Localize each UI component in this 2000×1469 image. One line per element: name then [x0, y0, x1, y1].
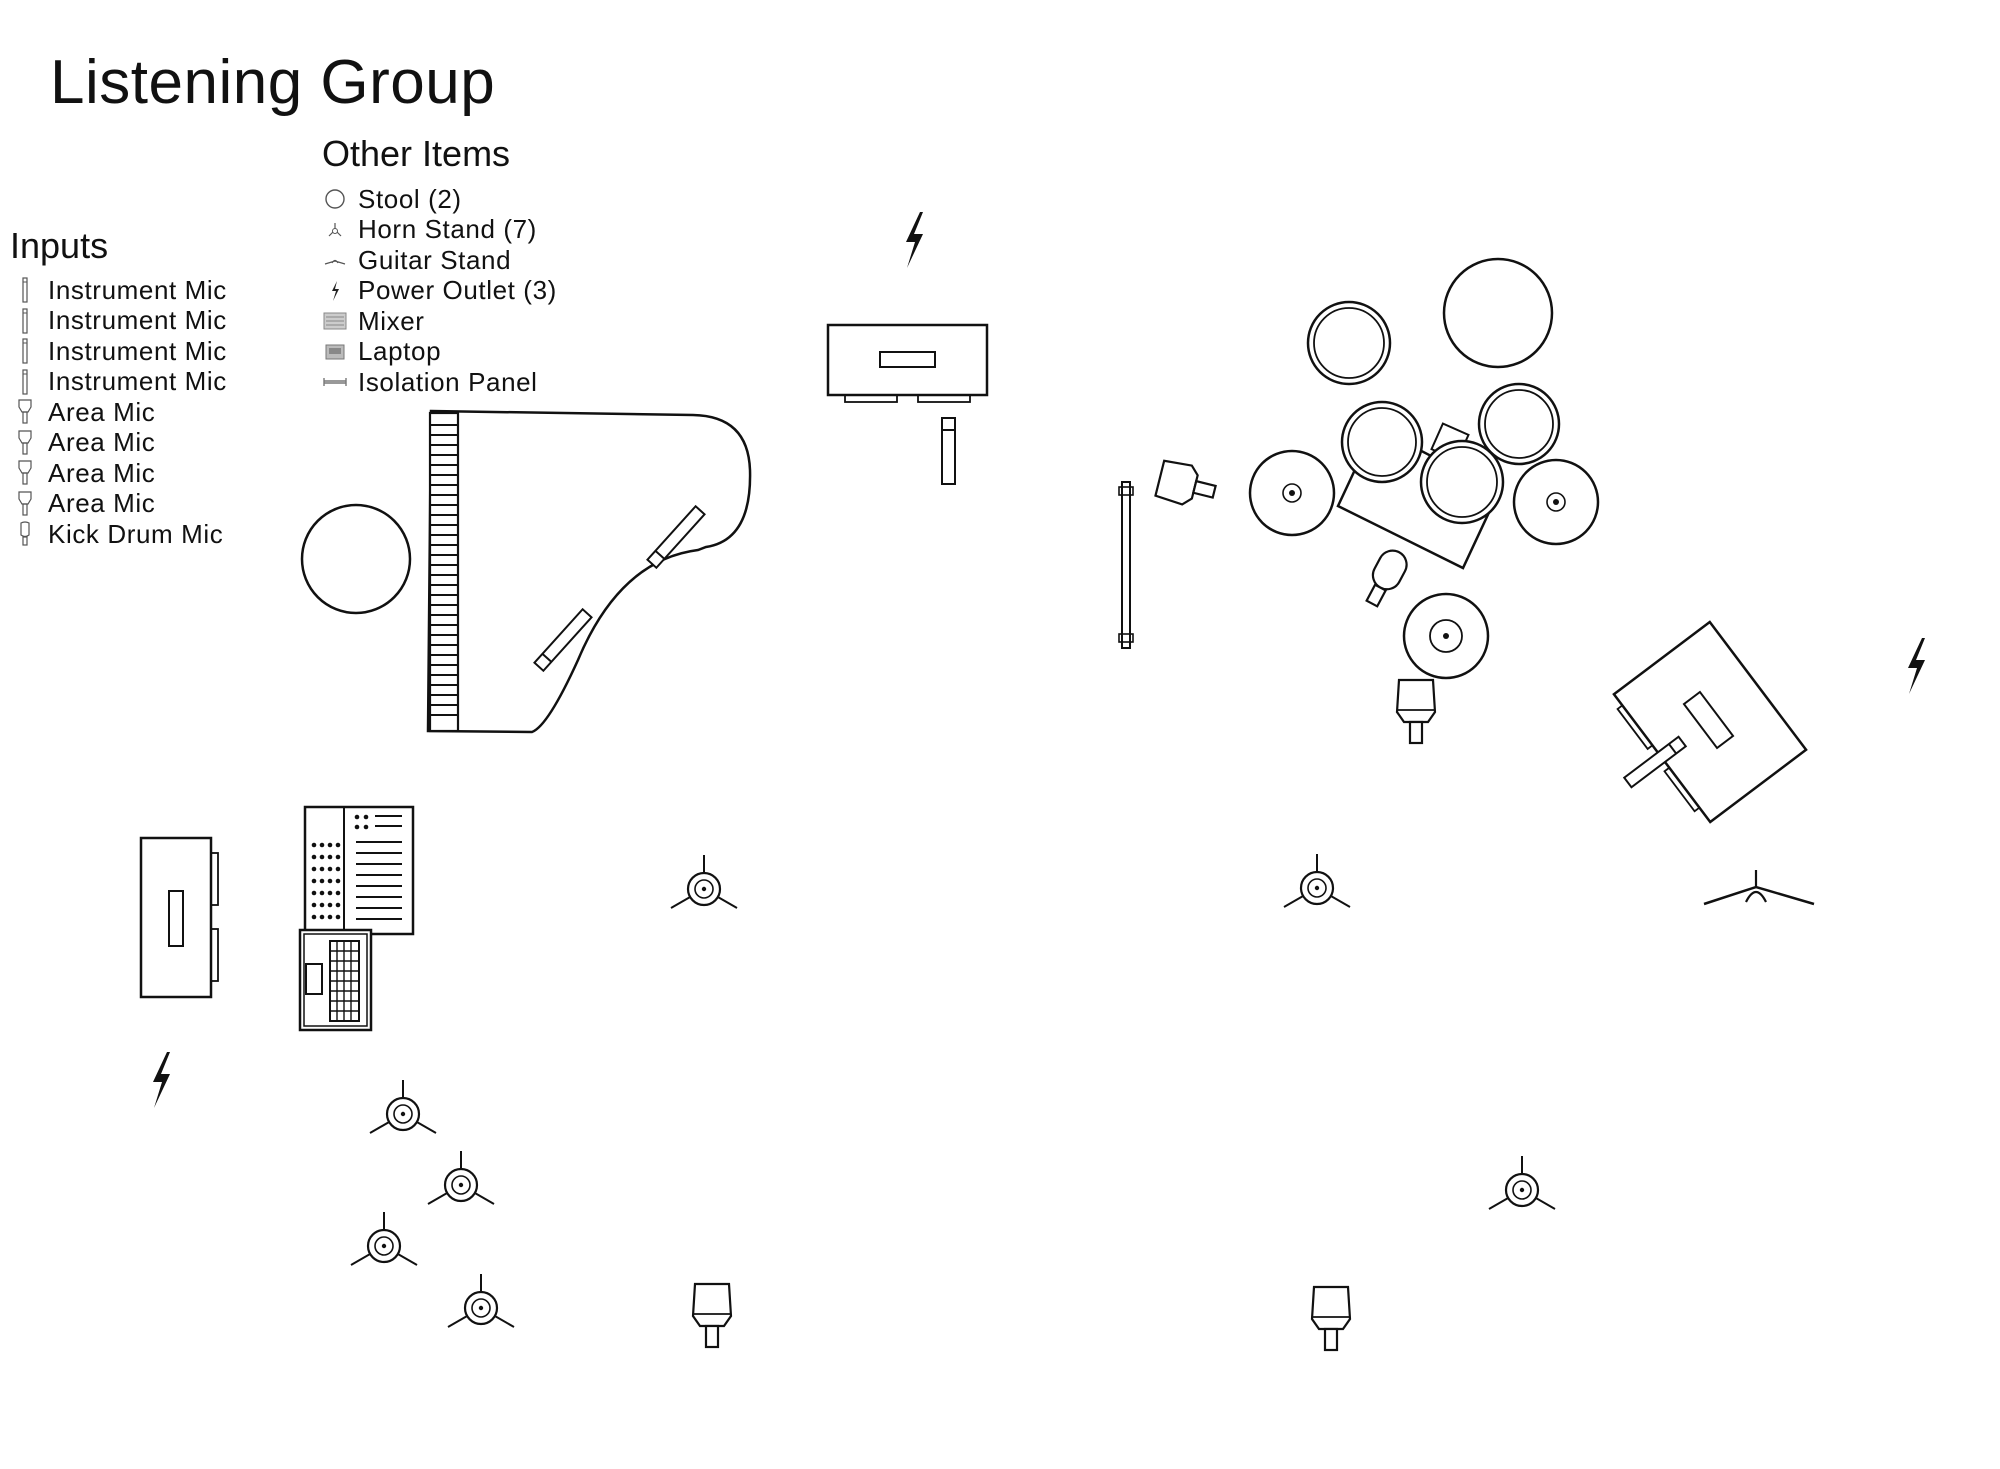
horn-stand-icon: [322, 217, 348, 243]
grand-piano: [426, 409, 752, 734]
horn-stand-7: [1487, 1154, 1557, 1211]
drum-instrument-mic: [1154, 459, 1217, 506]
legend-item-power-outlet: Power Outlet (3): [322, 275, 557, 307]
amp-instrument-mic: [941, 417, 956, 485]
power-outlet-right: [1908, 638, 1925, 694]
laptop-icon: [322, 339, 348, 365]
horn-stand-6: [446, 1272, 516, 1329]
instrument-mic-icon: [12, 308, 38, 334]
legend-item-instrument-mic: Instrument Mic: [12, 275, 227, 306]
stool-icon: [322, 186, 348, 212]
area-mic-drums: [1395, 678, 1437, 745]
amp-top-center: [826, 323, 989, 403]
area-mic-icon: [12, 430, 38, 456]
legend-item-area-mic: Area Mic: [12, 488, 227, 520]
piano-instrument-mic-2: [533, 607, 593, 673]
kick-drum-mic: [1365, 549, 1408, 608]
laptop: [298, 928, 373, 1032]
power-outlet-icon: [322, 278, 348, 304]
inputs-legend: Instrument Mic Instrument Mic Instrument…: [12, 275, 227, 550]
power-outlet-bottom-left: [153, 1052, 170, 1108]
legend-item-area-mic: Area Mic: [12, 397, 227, 428]
inputs-heading: Inputs: [10, 225, 109, 266]
horn-stand-3: [368, 1078, 438, 1135]
instrument-mic-icon: [12, 369, 38, 395]
legend-item-mixer: Mixer: [322, 306, 557, 337]
page-title: Listening Group: [50, 48, 496, 117]
horn-stand-2: [1282, 852, 1352, 909]
guitar-stand-icon: [322, 247, 348, 273]
instrument-mic-icon: [12, 277, 38, 303]
instrument-mic-icon: [12, 338, 38, 364]
legend-item-guitar-stand: Guitar Stand: [322, 245, 557, 276]
amp-right: [1612, 620, 1808, 824]
other-items-heading: Other Items: [322, 133, 511, 174]
legend-item-horn-stand: Horn Stand (7): [322, 214, 557, 246]
area-mic-icon: [12, 460, 38, 486]
isolation-panel-icon: [322, 369, 348, 395]
horn-stand-1: [669, 853, 739, 910]
legend-item-area-mic: Area Mic: [12, 427, 227, 459]
legend-item-instrument-mic: Instrument Mic: [12, 336, 227, 367]
area-mic-front-right: [1310, 1285, 1352, 1352]
drum-kit: [1248, 257, 1600, 680]
area-mic-icon: [12, 491, 38, 517]
power-outlet-top-center: [906, 212, 923, 268]
isolation-panel: [1118, 481, 1134, 649]
amp-left: [139, 836, 219, 999]
legend-item-instrument-mic: Instrument Mic: [12, 366, 227, 398]
legend-item-stool: Stool (2): [322, 184, 557, 215]
legend-item-isolation-panel: Isolation Panel: [322, 367, 557, 398]
mixer: [303, 805, 415, 936]
area-mic-icon: [12, 399, 38, 425]
horn-stand-4: [426, 1149, 496, 1206]
horn-stand-5: [349, 1210, 419, 1267]
piano-instrument-mic-1: [646, 504, 706, 570]
area-mic-front-left: [691, 1282, 733, 1349]
legend-item-laptop: Laptop: [322, 336, 557, 368]
kick-drum-mic-icon: [12, 521, 38, 547]
other-items-legend: Stool (2) Horn Stand (7) Guitar Stand Po…: [322, 184, 557, 398]
stool-piano: [300, 503, 412, 615]
guitar-stand: [1703, 870, 1815, 906]
amp-right-instrument-mic: [1622, 735, 1688, 789]
legend-item-kick-drum-mic: Kick Drum Mic: [12, 519, 227, 550]
legend-item-instrument-mic: Instrument Mic: [12, 305, 227, 337]
mixer-icon: [322, 308, 348, 334]
legend-item-area-mic: Area Mic: [12, 458, 227, 489]
